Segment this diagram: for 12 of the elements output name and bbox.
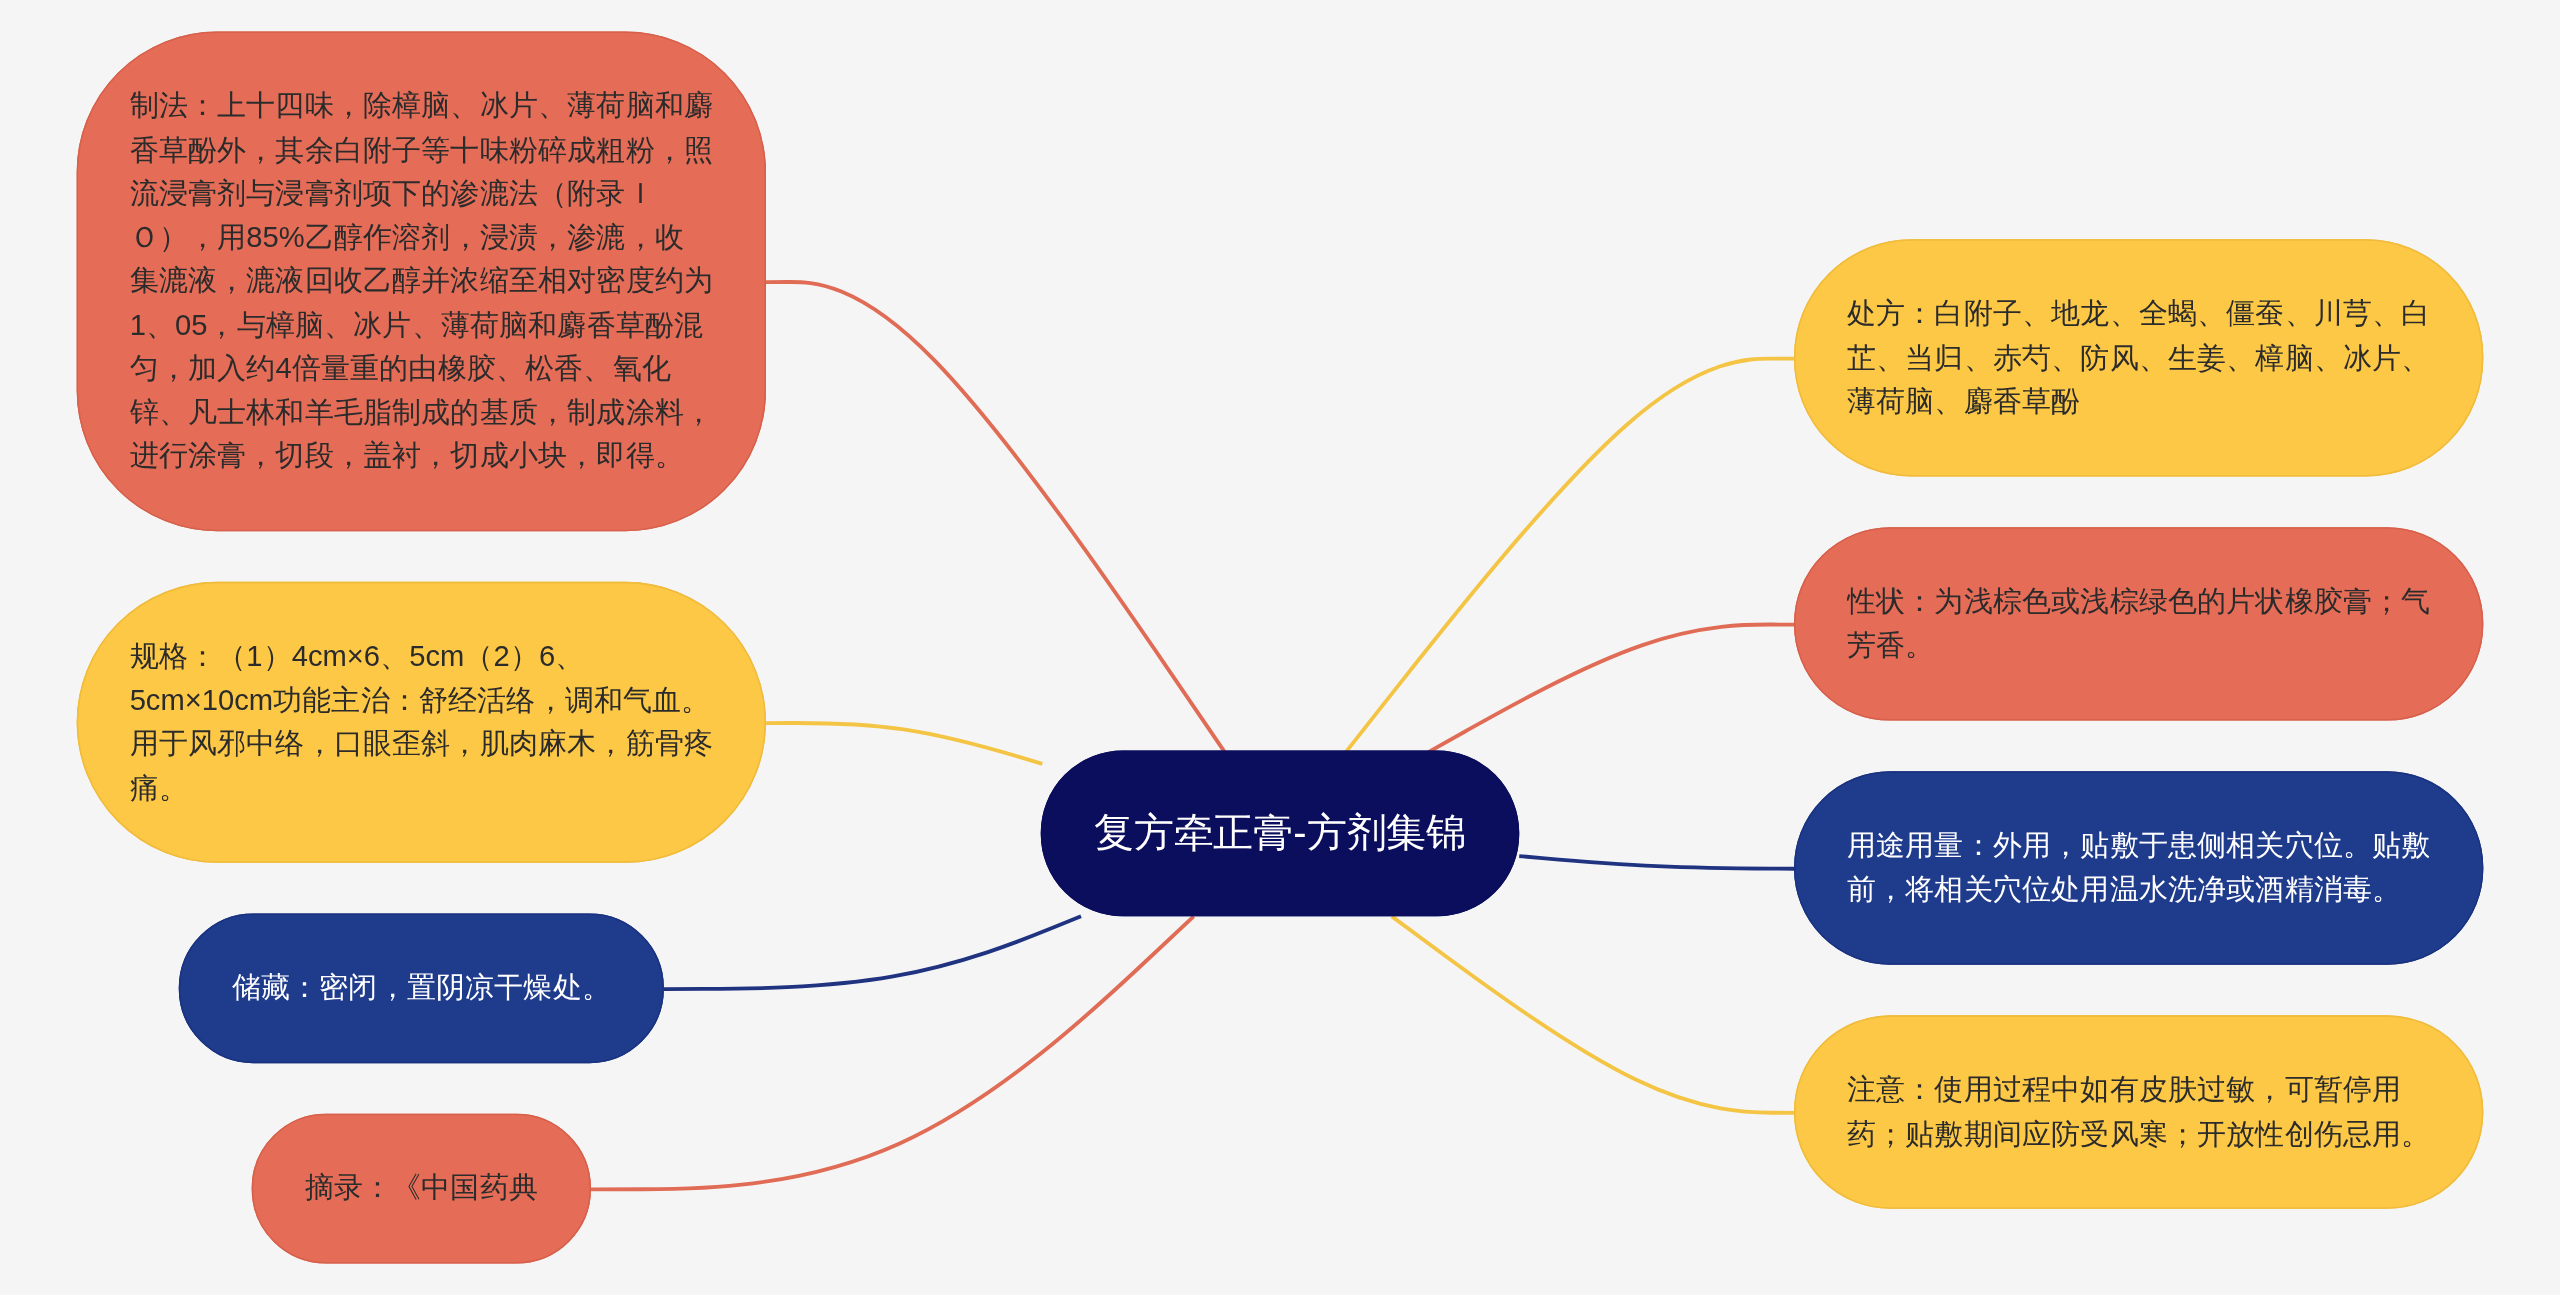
topic-bubble: 制法：上十四味，除樟脑、冰片、薄荷脑和麝香草酚外，其余白附子等十味粉碎成粗粉，照流浸膏剂与浸膏剂项下的渗漉法（附录ＩＯ），用85%乙醇作溶剂，浸渍，渗漉，收集漉液，漉液回收乙醇并浓缩至相对密度约为1、05，与樟脑、冰片、薄荷脑和麝香草酚混匀，加入约4倍量重的由橡胶、松香、氧化锌、凡士林和羊毛脂制成的基质，制成涂料，进行涂膏，切段，盖衬，切成小块，即得。 <box>76 31 766 532</box>
central-topic-node: 复方牵正膏-方剂集锦 <box>1040 750 1520 917</box>
topic-bubble: 规格：（1）4cm×6、5cm（2）6、5cm×10cm功能主治：舒经活络，调和气血。用于风邪中络，口眼歪斜，肌肉麻木，筋骨疼痛。 <box>76 581 766 863</box>
topic-bubble: 处方：白附子、地龙、全蝎、僵蚕、川芎、白芷、当归、赤芍、防风、生姜、樟脑、冰片、薄荷脑、麝香草酚 <box>1794 239 2484 477</box>
topic-bubble: 储藏：密闭，置阴凉干燥处。 <box>178 913 664 1064</box>
connector-line <box>663 914 1082 991</box>
topic-bubble: 用途用量：外用，贴敷于患侧相关穴位。贴敷前，将相关穴位处用温水洗净或酒精消毒。 <box>1794 771 2484 965</box>
connector-line <box>590 914 1195 1192</box>
topic-bubble: 性状：为浅棕色或浅棕绿色的片状橡胶膏；气芳香。 <box>1794 527 2484 721</box>
topic-bubble: 摘录：《中国药典 <box>251 1113 591 1264</box>
connector-line <box>765 721 1043 766</box>
topic-bubble: 注意：使用过程中如有皮肤过敏，可暂停用药；贴敷期间应防受风寒；开放性创伤忌用。 <box>1794 1015 2484 1209</box>
